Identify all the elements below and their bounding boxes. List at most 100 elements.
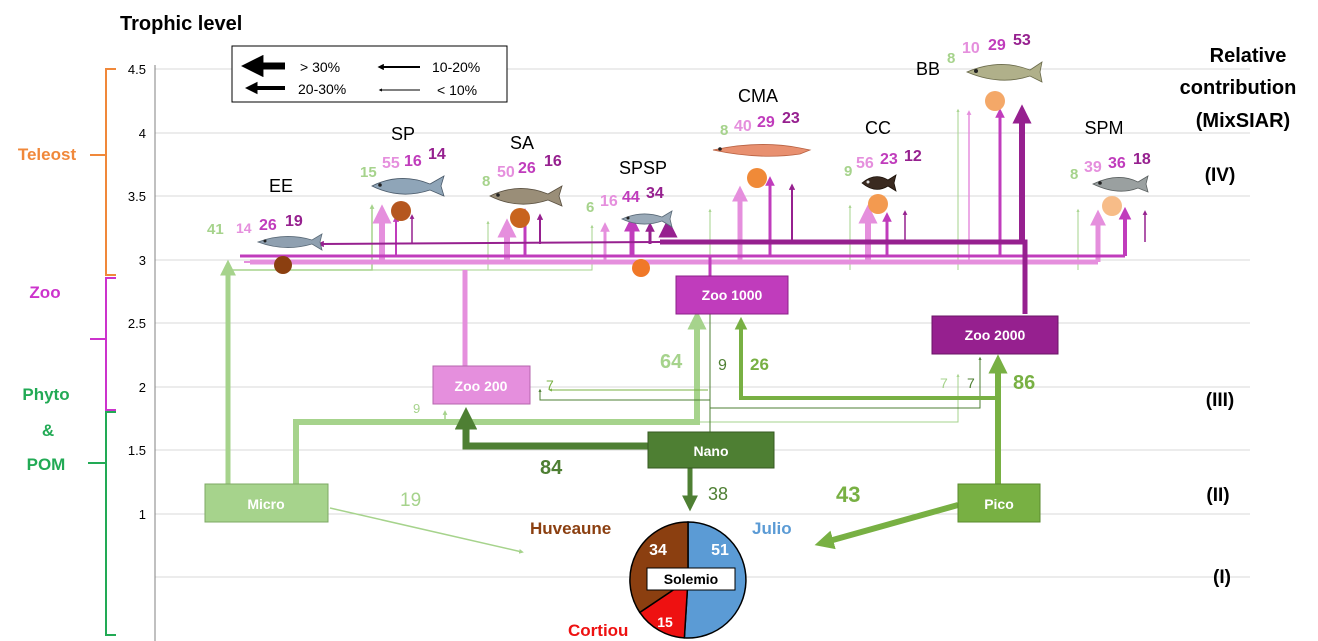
pico-flows: [548, 316, 1008, 550]
zoo2000-flows: [317, 104, 1148, 314]
species-marker-cma: [747, 168, 767, 188]
anchovy-icon: [256, 233, 323, 251]
damselfish-icon: [861, 174, 897, 192]
species-contributions: 41 14 26 19 15 55 16 14 8 50 26 16 6 16 …: [207, 32, 1151, 238]
species-marker-ee: [274, 256, 292, 274]
red-bandfish-icon: [712, 144, 812, 157]
y-tick: 2.5: [128, 316, 146, 331]
flow-label-micro-zoo1000: 64: [660, 351, 683, 373]
flow-label-micro-zoo200: 9: [413, 401, 420, 416]
right-title-line-2: contribution: [1180, 77, 1297, 99]
zoo1000-box: Zoo 1000: [675, 275, 789, 315]
ee-contrib-zoo1000: 26: [259, 217, 277, 234]
species-name-cma: CMA: [738, 86, 778, 106]
group-label-phyto: Phyto: [22, 385, 69, 404]
y-tick: 4: [139, 126, 146, 141]
species-name-spsp: SPSP: [619, 158, 667, 178]
y-tick: 1: [139, 507, 146, 522]
legend-label-10-20: 10-20%: [432, 59, 480, 75]
spsp-contrib-zoo1000: 44: [622, 189, 640, 206]
spsp-contrib-zoo2000: 34: [646, 185, 664, 202]
sp-contrib-micro: 15: [360, 164, 377, 181]
nano-box-label: Nano: [694, 443, 729, 459]
zoo200-box: Zoo 200: [432, 365, 531, 405]
flow-label-pico-zoo200: 7: [546, 377, 554, 393]
zoo200-box-label: Zoo 200: [455, 378, 508, 394]
species-marker-sp: [391, 201, 411, 221]
level-labels: (IV) (III) (II) (I): [1205, 165, 1236, 588]
zoo200-flows: [244, 110, 1107, 366]
arrow-width-legend: > 30% 20-30% 10-20% < 10%: [231, 45, 508, 103]
micro-box-label: Micro: [247, 496, 284, 512]
group-label-teleost: Teleost: [18, 145, 77, 164]
y-tick: 4.5: [128, 62, 146, 77]
spm-contrib-zoo1000: 36: [1108, 155, 1126, 172]
micro-box: Micro: [204, 483, 329, 523]
bogue-icon: [965, 61, 1043, 83]
bb-contrib-zoo2000: 53: [1013, 32, 1031, 49]
spsp-contrib-zoo200: 16: [600, 193, 618, 210]
group-label-pom: POM: [27, 455, 66, 474]
phyto-bracket: [88, 411, 116, 636]
species-marker-sa: [510, 208, 530, 228]
bb-contrib-zoo1000: 29: [988, 37, 1006, 54]
pie-center-label: Solemio: [664, 571, 718, 587]
group-label-and: &: [42, 421, 54, 440]
sp-contrib-zoo200: 55: [382, 155, 400, 172]
pie-label-julio: Julio: [752, 519, 792, 538]
pie-label-cortiou: Cortiou: [568, 621, 628, 640]
bb-contrib-zoo200: 10: [962, 40, 980, 57]
teleost-bracket: [90, 68, 116, 276]
flow-label-pico-zoo2000: 86: [1013, 372, 1035, 394]
cma-contrib-zoo1000: 29: [757, 114, 775, 131]
species-marker-bb: [985, 91, 1005, 111]
flow-label-micro-zoo2000: 7: [940, 375, 948, 391]
species-names: EE SP SA SPSP CMA CC BB SPM: [269, 59, 1124, 196]
picarel-icon: [1092, 175, 1149, 193]
cma-contrib-zoo2000: 23: [782, 110, 800, 127]
sp-contrib-zoo2000: 14: [428, 146, 446, 163]
species-name-bb: BB: [916, 59, 940, 79]
level-label-i: (I): [1213, 567, 1231, 588]
zoo-bracket: [90, 277, 116, 411]
flow-label-nano-zoo200: 84: [540, 457, 563, 479]
zoo2000-box: Zoo 2000: [931, 315, 1059, 355]
pie-label-huveaune: Huveaune: [530, 519, 611, 538]
zoo1000-flows: [240, 108, 1132, 276]
flow-label-pico-zoo1000: 26: [750, 355, 769, 374]
species-name-ee: EE: [269, 176, 293, 196]
nano-box: Nano: [647, 431, 775, 469]
cma-contrib-micro: 8: [720, 122, 728, 139]
ee-contrib-zoo200: 14: [236, 220, 252, 236]
sprat-icon: [621, 210, 673, 228]
cc-contrib-zoo2000: 12: [904, 148, 922, 165]
y-tick: 1.5: [128, 443, 146, 458]
y-tick: 3.5: [128, 189, 146, 204]
level-label-ii: (II): [1206, 485, 1229, 506]
nano-flows: [454, 308, 982, 512]
right-title-line-1: Relative: [1210, 45, 1287, 67]
pie-slice-huveaune: [629, 521, 689, 614]
right-title-line-3: (MixSIAR): [1196, 110, 1290, 132]
sa-contrib-zoo1000: 26: [518, 160, 536, 177]
cc-contrib-micro: 9: [844, 163, 852, 180]
legend-label-20-30: 20-30%: [298, 81, 346, 97]
bb-contrib-micro: 8: [947, 50, 955, 67]
flow-labels: 19 9 64 84 9 26 38 43 86 7 7 7: [400, 351, 1035, 511]
sa-contrib-micro: 8: [482, 173, 490, 190]
pie-slice-cortiou: [638, 578, 689, 639]
pie-value-julio: 51: [711, 542, 729, 559]
species-marker-spsp: [632, 259, 650, 277]
spm-contrib-zoo200: 39: [1084, 159, 1102, 176]
flow-label-nano-zoo1000: 9: [718, 357, 727, 374]
cc-contrib-zoo200: 56: [856, 155, 874, 172]
species-name-sp: SP: [391, 124, 415, 144]
species-name-sa: SA: [510, 133, 534, 153]
species-marker-spm: [1102, 196, 1122, 216]
spm-contrib-zoo2000: 18: [1133, 151, 1151, 168]
sardine-icon: [371, 175, 445, 197]
sa-contrib-zoo200: 50: [497, 164, 515, 181]
legend-label-gt30: > 30%: [300, 59, 340, 75]
level-label-iii: (III): [1206, 390, 1235, 411]
